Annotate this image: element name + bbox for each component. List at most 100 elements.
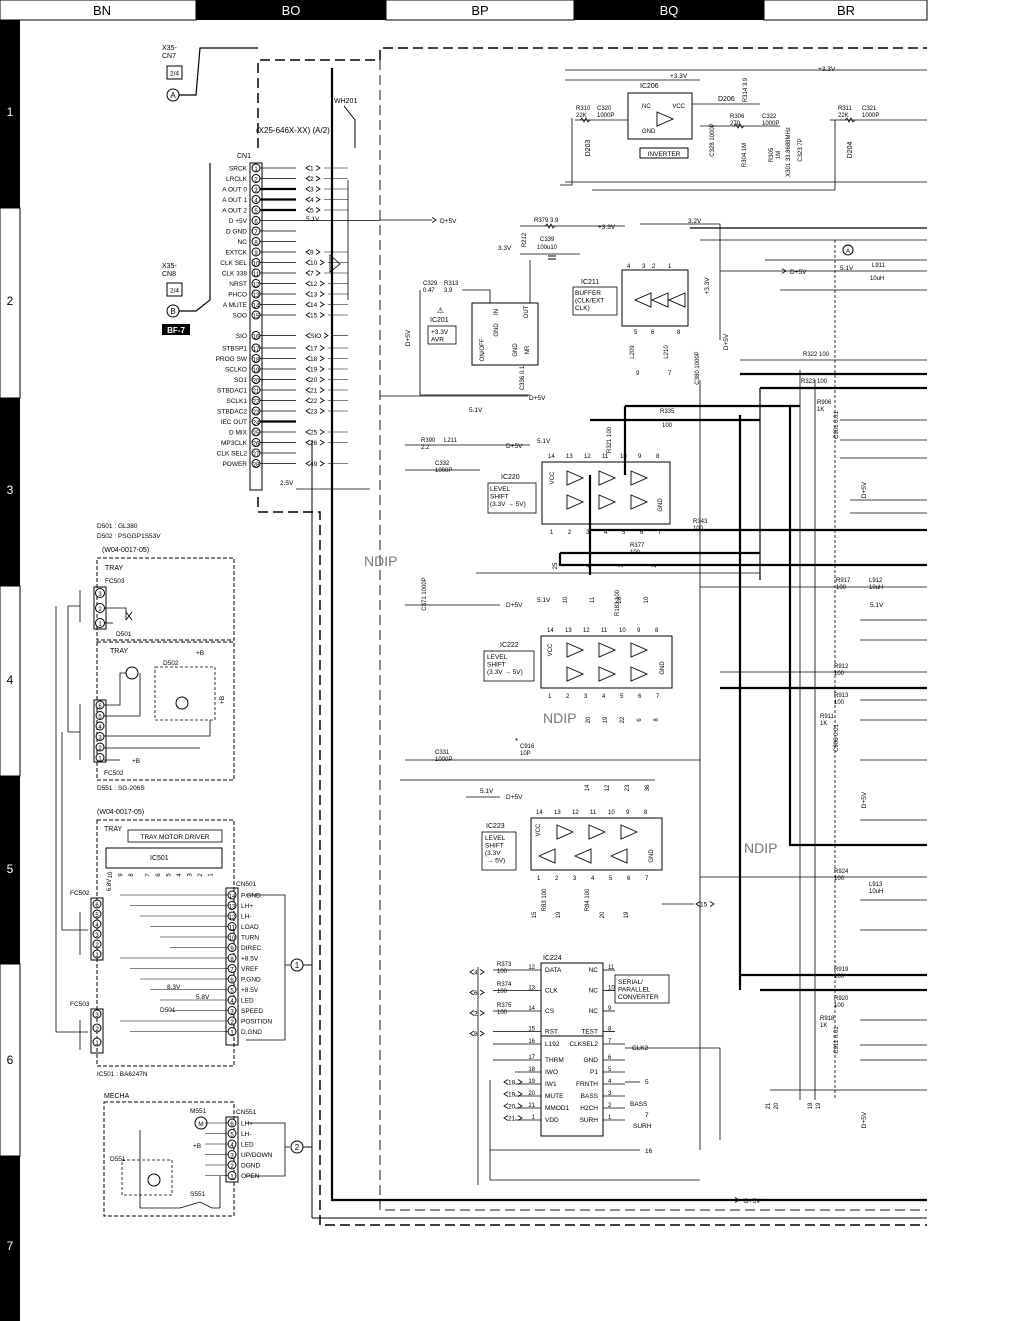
ic224-pin-label: NC (589, 1008, 599, 1015)
net-arrow (517, 1079, 523, 1085)
fc503-pin (95, 588, 105, 598)
cn1-label: CN1 (237, 153, 251, 160)
mecha-inner (121, 1159, 173, 1196)
label: 1 (668, 264, 672, 270)
label: 9 (626, 810, 630, 816)
rail-label: 5.1V (870, 602, 884, 609)
label: R314 3.9 (743, 77, 749, 102)
label: 4 (586, 564, 592, 568)
cn501-pin-text: 5 (230, 989, 234, 995)
ic220-buffer (630, 470, 649, 486)
net-arrow (305, 312, 311, 318)
net-arrow (479, 969, 485, 975)
ic224-pin-label: VDD (545, 1117, 559, 1124)
net-arrow (319, 429, 325, 435)
cn501-pin-text: 11 (229, 926, 236, 932)
rail-label: 2.5V (280, 480, 294, 487)
fc502b-housing (90, 897, 104, 961)
resistor (844, 117, 856, 123)
label: 3 (188, 873, 194, 877)
label: 10 (608, 810, 615, 816)
label: 14 (547, 628, 554, 634)
cn501-housing (225, 887, 239, 1046)
column-label: BN (93, 3, 111, 18)
label: D+5V (861, 1111, 868, 1128)
fc502-pin (95, 742, 105, 752)
label: 11 (590, 596, 596, 603)
rail-label: 5.1V (469, 407, 483, 414)
net-arrow (305, 429, 311, 435)
ic222-buffer (566, 642, 585, 658)
label: 6 (627, 876, 631, 882)
net-arrow (305, 207, 311, 213)
cn1-pin-text: 15 (253, 314, 260, 320)
ic224-pin-num: 9 (608, 1006, 612, 1012)
cn1-pin-label: SCLK1 (226, 398, 247, 405)
label: X301 33.8688MHz (786, 127, 792, 177)
net-arrow (503, 1115, 509, 1121)
sensor-symbol (175, 696, 189, 710)
label: GND (649, 849, 655, 863)
fc502-pin-text: 2 (98, 746, 102, 752)
ic224-pin-label: CS (545, 1008, 555, 1015)
net-arrow (305, 345, 311, 351)
cn1-pin-label: LRCLK (226, 176, 248, 183)
board-label: (X25-646X-XX) (A/2) (256, 126, 330, 135)
cn501-label: LH- (241, 914, 251, 921)
fc502b-pin-text: 2 (95, 943, 99, 949)
label: 4 (602, 694, 606, 700)
wire (462, 289, 491, 303)
label: 5 (167, 873, 173, 877)
label: C901 0.01 (834, 411, 840, 439)
rail-label: D+5V (506, 794, 523, 801)
net-arrow (319, 387, 325, 393)
label: 10 (620, 454, 627, 460)
wire (625, 1047, 721, 1140)
net-arrow (315, 207, 321, 213)
mecha-box (103, 1101, 235, 1217)
label: 1 (537, 876, 541, 882)
ic224-in-net: 6 (474, 990, 478, 997)
label: 19 (556, 911, 562, 918)
net-arrow (319, 439, 325, 446)
cn1-pin-label: SOO (233, 313, 247, 320)
ic211-buffer (633, 292, 652, 308)
ic224-pin-num: 20 (528, 1091, 535, 1097)
rail-label: D+5V (744, 1198, 761, 1205)
label: 14 (585, 784, 591, 791)
net-arrow (517, 1115, 523, 1121)
ic224-pin-label: GND (584, 1057, 599, 1064)
ic223-ref: IC223 (486, 823, 505, 830)
ic224-in-net: 8 (474, 1031, 478, 1038)
ic220-desc-box (487, 482, 537, 514)
label: 13 (565, 628, 572, 634)
label: 7 (658, 530, 662, 536)
cn551-pin-text: 6 (230, 1122, 234, 1128)
fc503-pin-text: 2 (98, 607, 102, 613)
r335-label: R335 (660, 409, 675, 415)
r379-label: R379 3.9 (534, 218, 559, 224)
net-arrow (319, 355, 325, 362)
label: C336 0.1 (520, 365, 526, 390)
fc503-pin-text: 3 (98, 592, 102, 598)
wire (558, 553, 927, 567)
net-arrow (479, 1030, 485, 1037)
cn501-label: LED (241, 998, 254, 1005)
rail-label: D+5V (506, 602, 523, 609)
ic220-buffer (630, 494, 649, 510)
cn1-pin-text: 13 (253, 293, 260, 299)
column-header: BN BO BP BQ BR (0, 0, 928, 21)
fc502b-pin-text: 1 (95, 953, 99, 959)
cn1-pin-text: 25 (253, 431, 260, 437)
cn551-label: LED (241, 1142, 254, 1149)
wire (139, 1130, 221, 1209)
ic222-buffer (630, 642, 649, 658)
